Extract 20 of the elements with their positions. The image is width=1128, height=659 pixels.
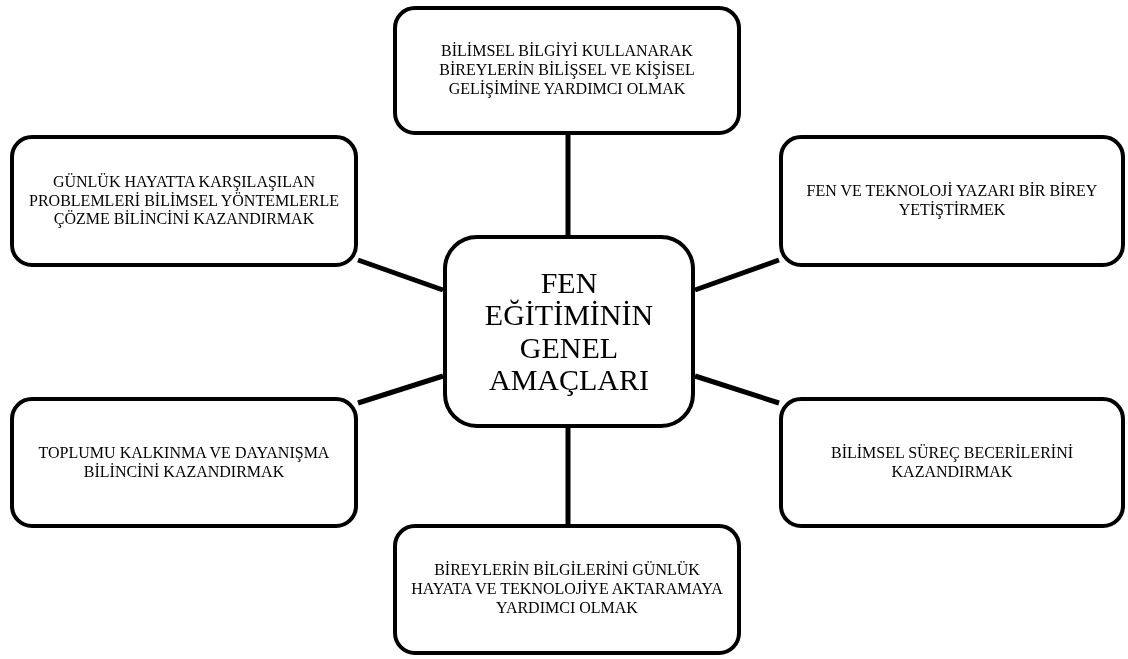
goal-box xyxy=(10,397,358,528)
connector-line xyxy=(357,373,444,406)
goal-box xyxy=(779,397,1125,528)
goal-text: BİLİMSEL BİLGİYİ KULLANARAK BİREYLERİN BİLİŞSEL VE KİŞİSEL GELİŞİMİNE YARDIMCI OLMAK xyxy=(438,42,696,99)
goal-box xyxy=(393,524,741,655)
goal-box xyxy=(393,6,741,135)
connector-line xyxy=(694,373,780,406)
goal-text: BİLİMSEL SÜREÇ BECERİLERİNİ KAZANDIRMAK xyxy=(829,443,1075,482)
connector-line xyxy=(357,257,444,293)
goal-text: GÜNLÜK HAYATTA KARŞILAŞILAN PROBLEMLERİ BİLİMSEL YÖNTEMLERLE ÇÖZME BİLİNCİNİ KAZANDIRMAK xyxy=(28,172,340,230)
connector-line xyxy=(565,428,571,524)
goal-text: FEN VE TEKNOLOJİ YAZARI BİR BİREY YETİŞTİRMEK xyxy=(805,182,1099,220)
goal-text: TOPLUMU KALKINMA VE DAYANIŞMA BİLİNCİNİ KAZANDIRMAK xyxy=(37,443,331,482)
goal-text: BİREYLERİN BİLGİLERİNİ GÜNLÜK HAYATA VE TEKNOLOJİYE AKTARAMAYA YARDIMCI OLMAK xyxy=(410,561,724,618)
topic-title: FEN EĞİTİMİNİN GENEL AMAÇLARI xyxy=(483,266,655,397)
connector-line xyxy=(565,135,571,235)
connector-line xyxy=(694,257,780,293)
central-topic-box xyxy=(443,235,695,428)
goal-box xyxy=(10,135,358,267)
goal-box xyxy=(779,135,1125,267)
